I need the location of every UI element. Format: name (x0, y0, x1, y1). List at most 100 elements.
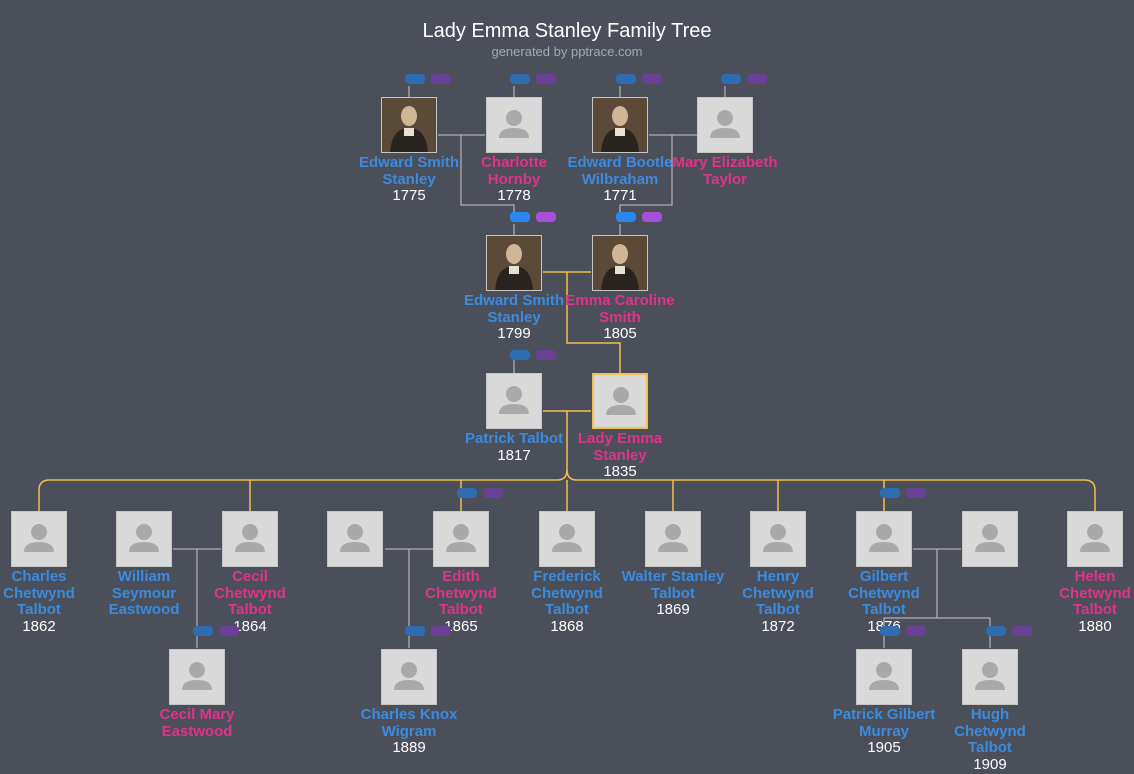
person-silhouette-icon[interactable] (327, 511, 383, 567)
expand-children-button[interactable] (431, 626, 451, 636)
portrait-photo[interactable] (592, 97, 648, 153)
person-silhouette-icon[interactable] (11, 511, 67, 567)
person-name-text: Charles Chetwynd Talbot (3, 568, 75, 618)
expand-children-button[interactable] (1012, 626, 1032, 636)
person-silhouette-icon[interactable] (433, 511, 489, 567)
birth-year: 1835 (603, 463, 637, 480)
person-name-text: Mary Elizabeth Taylor (672, 154, 778, 188)
expand-parents-button[interactable] (193, 626, 213, 636)
children-bus (38, 411, 568, 511)
birth-year: 1775 (392, 187, 426, 204)
person-silhouette-icon[interactable] (592, 373, 648, 429)
birth-year: 1869 (656, 601, 690, 618)
expand-children-button[interactable] (536, 212, 556, 222)
person-name-text: Lady Emma Stanley (577, 430, 663, 464)
portrait-photo[interactable] (486, 235, 542, 291)
portrait-photo[interactable] (592, 235, 648, 291)
person-silhouette-icon[interactable] (486, 97, 542, 153)
expand-parents-button[interactable] (616, 74, 636, 84)
expand-children-button[interactable] (747, 74, 767, 84)
expand-parents-button[interactable] (721, 74, 741, 84)
person-name-text: Edith Chetwynd Talbot (425, 568, 497, 618)
person-silhouette-icon[interactable] (856, 511, 912, 567)
expand-children-button[interactable] (906, 488, 926, 498)
person-name: Mary Elizabeth Taylor (670, 154, 780, 188)
person-silhouette-icon[interactable] (1067, 511, 1123, 567)
birth-year: 1905 (867, 739, 901, 756)
expand-children-button[interactable] (536, 74, 556, 84)
person-name-text: Edward Smith Stanley (463, 292, 564, 326)
person-name-text: Henry Chetwynd Talbot (742, 568, 814, 618)
birth-year: 1805 (603, 325, 637, 342)
birth-year: 1817 (497, 446, 531, 464)
person-name-text: Charlotte Hornby (481, 154, 547, 188)
person-name: Cecil Mary Eastwood (142, 706, 252, 740)
expand-parents-button[interactable] (405, 626, 425, 636)
expand-parents-button[interactable] (510, 350, 530, 360)
expand-parents-button[interactable] (880, 488, 900, 498)
expand-parents-button[interactable] (405, 74, 425, 84)
person-name-text: Helen Chetwynd Talbot (1059, 568, 1131, 618)
birth-year: 1778 (497, 187, 531, 204)
person-name-text: Walter Stanley Talbot (621, 568, 725, 602)
birth-year: 1889 (392, 739, 426, 756)
person-silhouette-icon[interactable] (169, 649, 225, 705)
person-name-text: Edward Bootle Wilbraham (567, 154, 673, 188)
expand-children-button[interactable] (906, 626, 926, 636)
person-name-text: Emma Caroline Smith (565, 292, 675, 326)
portrait-photo[interactable] (381, 97, 437, 153)
person-name-text: Cecil Mary Eastwood (159, 706, 235, 740)
expand-children-button[interactable] (219, 626, 239, 636)
expand-children-button[interactable] (642, 212, 662, 222)
expand-children-button[interactable] (642, 74, 662, 84)
person-silhouette-icon[interactable] (645, 511, 701, 567)
expand-children-button[interactable] (483, 488, 503, 498)
person-silhouette-icon[interactable] (539, 511, 595, 567)
birth-year: 1864 (233, 617, 267, 635)
person-name: William Seymour Eastwood (89, 568, 199, 619)
person-name-text: Cecil Chetwynd Talbot (214, 568, 286, 618)
person-silhouette-icon[interactable] (381, 649, 437, 705)
person-name-text: William Seymour Eastwood (108, 568, 180, 618)
page-title: Lady Emma Stanley Family Tree (422, 20, 712, 42)
highlight-child-line (566, 272, 621, 373)
person-silhouette-icon[interactable] (116, 511, 172, 567)
person-name-text: Hugh Chetwynd Talbot (954, 706, 1026, 756)
person-name-text: Patrick Talbot (464, 430, 564, 447)
birth-year: 1868 (550, 617, 584, 635)
person-name-text: Edward Smith Stanley (358, 154, 459, 188)
birth-year: 1771 (603, 187, 637, 204)
expand-children-button[interactable] (536, 350, 556, 360)
expand-parents-button[interactable] (616, 212, 636, 222)
person-name-text: Charles Knox Wigram (360, 706, 458, 740)
person-silhouette-icon[interactable] (856, 649, 912, 705)
expand-parents-button[interactable] (986, 626, 1006, 636)
expand-parents-button[interactable] (510, 74, 530, 84)
person-silhouette-icon[interactable] (222, 511, 278, 567)
expand-parents-button[interactable] (510, 212, 530, 222)
expand-parents-button[interactable] (880, 626, 900, 636)
person-silhouette-icon[interactable] (486, 373, 542, 429)
person-silhouette-icon[interactable] (750, 511, 806, 567)
expand-parents-button[interactable] (457, 488, 477, 498)
person-silhouette-icon[interactable] (962, 511, 1018, 567)
person-silhouette-icon[interactable] (697, 97, 753, 153)
birth-year: 1799 (497, 325, 531, 342)
person-silhouette-icon[interactable] (962, 649, 1018, 705)
expand-children-button[interactable] (431, 74, 451, 84)
person-name-text: Gilbert Chetwynd Talbot (848, 568, 920, 618)
